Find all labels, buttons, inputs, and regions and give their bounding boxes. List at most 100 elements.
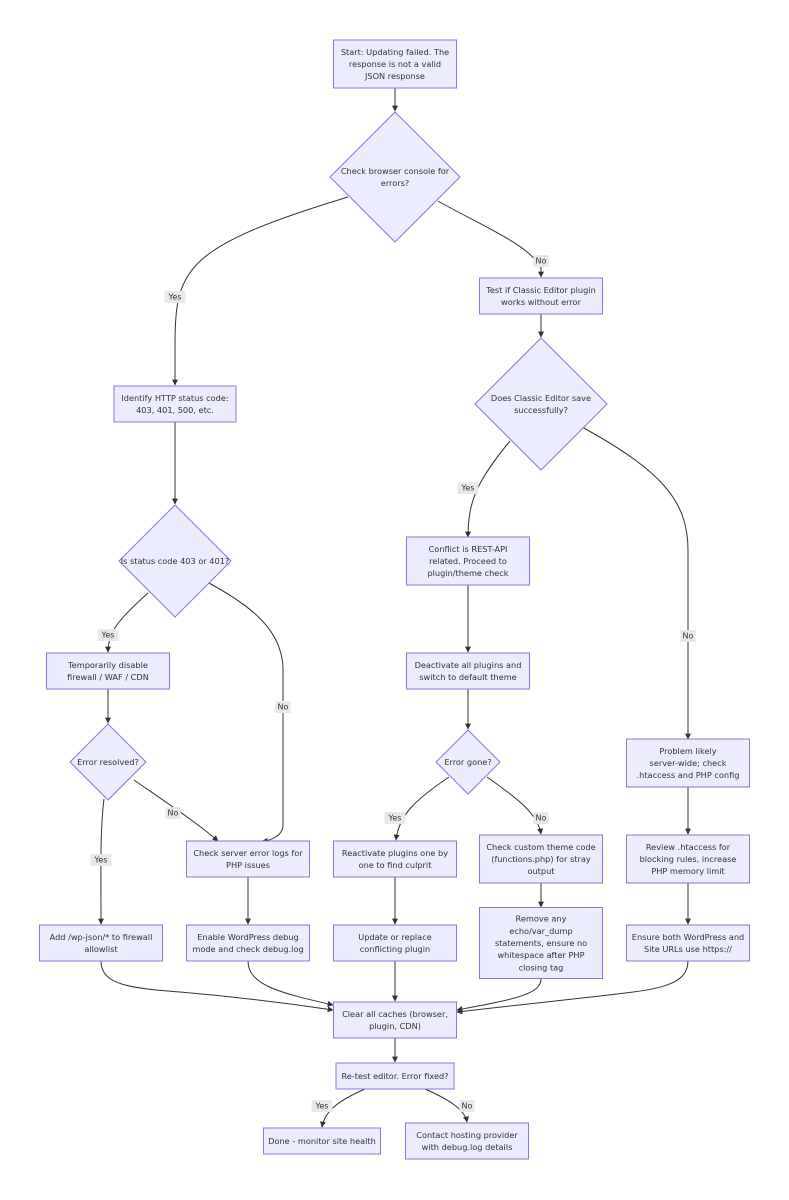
node-label-line: 403, 401, 500, etc. [136,405,214,415]
node-label-line: Ensure both WordPress and [632,932,744,942]
node-label-line: mode and check debug.log [192,944,303,954]
edge-label-background [311,1100,333,1112]
process-box [626,924,750,962]
process-node-http: Identify HTTP status code:403, 401, 500,… [113,385,237,423]
edge-console-to-classic [437,200,544,278]
process-box [263,1127,381,1155]
process-node-firewall: Temporarily disable firewall / WAF / CDN [46,652,170,690]
node-label-line: Done - monitor site health [268,1136,376,1146]
edge-label-yes: Yes [384,812,406,824]
node-label-line: Check browser console for [341,166,450,176]
edge-label-background [275,701,291,713]
node-label-line: Error resolved? [77,757,139,767]
decision-diamond [474,337,608,471]
node-label-line: related. Proceed to [429,556,507,566]
node-label-line: blocking rules, increase [640,854,737,864]
process-box [406,652,530,690]
process-box [335,1062,455,1090]
edge-allowlist-to-caches [100,960,334,1013]
edge-status-to-firewall [105,592,149,653]
node-label-line: statements, ensure no [495,938,587,948]
node-label-line: allowlist [84,944,118,954]
process-box [626,834,750,884]
edge-label-text: No [462,1102,473,1111]
node-label-line: Test if Classic Editor plugin [485,285,596,295]
node-label-line: echo/var_dump [509,926,572,936]
node-label-line: Reactivate plugins one by [342,848,448,858]
edge-label-yes: Yes [457,482,479,494]
node-label-line: Problem likely [659,746,716,756]
process-box [113,385,237,423]
node-label-line: plugin/theme check [427,568,508,578]
edge-label-text: No [168,809,179,818]
node-label-line: with debug.log details [422,1142,513,1152]
process-node-caches: Clear all caches (browser, plugin, CDN) [333,1001,457,1039]
process-node-start: Start: Updating failed. The response is n… [333,39,457,89]
edge-label-no: No [165,807,181,819]
process-box [333,840,457,878]
node-label-line: (functions.php) for stray [491,854,591,864]
node-label-line: errors? [381,178,409,188]
process-box [479,277,603,315]
node-label-line: works without error [501,297,582,307]
node-label-line: Site URLs use https:// [644,944,732,954]
node-label-line: switch to default theme [419,672,516,682]
node-label-line: Does Classic Editor save [491,393,591,403]
process-box [186,924,310,962]
node-label-line: successfully? [514,405,568,415]
edge-gone-to-theme [486,776,544,835]
node-label-line: Conflict is REST-API [429,544,508,554]
node-label-line: JSON response [364,71,425,81]
edge-label-text: Yes [101,631,115,640]
process-box [46,652,170,690]
node-label-line: Re-test editor. Error fixed? [341,1071,448,1081]
edge-label-background [459,1100,475,1112]
edge-label-no: No [275,701,291,713]
process-box [479,907,603,979]
edge-label-background [533,812,549,824]
node-label-line: firewall / WAF / CDN [67,672,149,682]
edge-label-no: No [680,630,696,642]
edge-retest-to-done [319,1088,366,1128]
node-label-line: PHP issues [226,860,270,870]
process-node-server: Problem likely server-wide; check .htacces… [626,738,750,788]
edge-label-yes: Yes [311,1100,333,1112]
node-label-line: Temporarily disable [67,660,148,670]
edge-label-background [90,854,112,866]
edge-label-background [384,812,406,824]
edge-label-background [164,291,186,303]
edge-label-text: Yes [315,1102,329,1111]
edge-label-text: Yes [94,856,108,865]
process-box [333,39,457,89]
node-label-line: response is not a valid [349,59,441,69]
edge-retest-to-contact [424,1088,470,1123]
node-label-line: closing tag [519,962,564,972]
nodes-layer: Start: Updating failed. The response is n… [39,39,750,1160]
node-label-line: .htaccess and PHP config [637,770,740,780]
process-node-classic: Test if Classic Editor plugin works witho… [479,277,603,315]
process-box [39,924,163,962]
node-label-line: plugin, CDN) [369,1021,421,1031]
process-node-debug: Enable WordPress debug mode and check deb… [186,924,310,962]
edge-resolved-to-logs [133,779,219,842]
node-label-line: Start: Updating failed. The [341,47,449,57]
node-label-line: Clear all caches (browser, [342,1009,448,1019]
node-label-line: server-wide; check [650,758,727,768]
edge-label-text: No [683,632,694,641]
edges-layer [97,88,691,1128]
node-label-line: Remove any [516,914,567,924]
process-node-retest: Re-test editor. Error fixed? [335,1062,455,1090]
process-box [186,840,310,878]
decision-node-console: Check browser console for errors? [329,111,461,243]
decision-diamond [118,504,232,618]
node-label-line: Check custom theme code [486,842,595,852]
edge-label-text: No [536,814,547,823]
node-label-line: Enable WordPress debug [197,932,299,942]
